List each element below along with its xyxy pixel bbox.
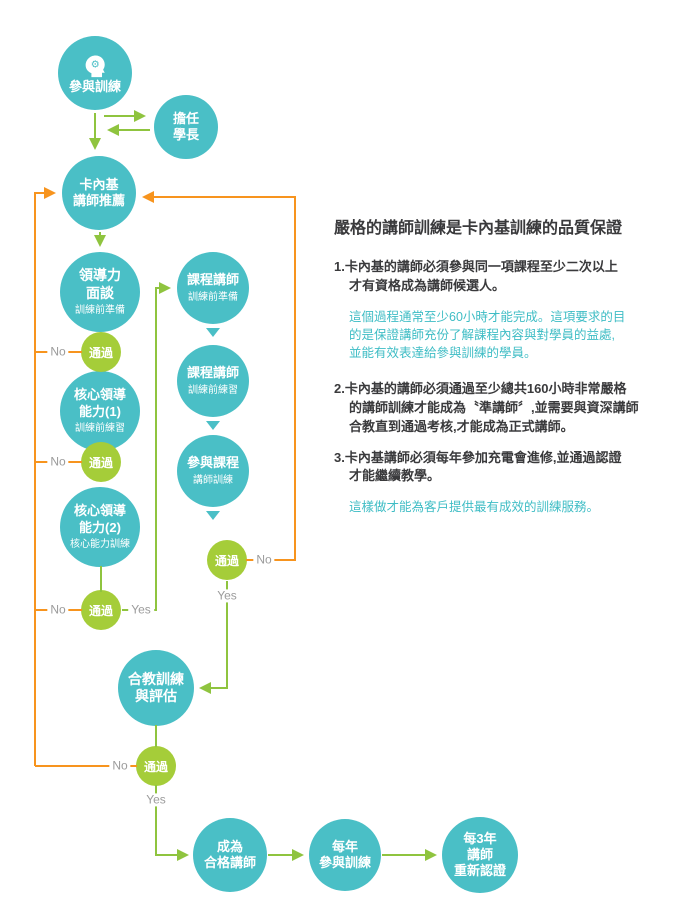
node-core-leadership-1: 核心領導 能力(1) 訓練前練習 [60, 371, 140, 451]
pass-label: 通過 [88, 345, 113, 360]
panel-item-1: 1.卡內基的講師必須參與同一項課程至少二次以上 才有資格成為講師候選人。 [334, 259, 618, 293]
node-qualified-trainer: 成為 合格講師 [193, 818, 267, 892]
yes-label-4: Yes [214, 589, 240, 603]
pass-circle-1: 通過 [81, 332, 121, 372]
node-course-trainer-practice: 課程講師 訓練前練習 [177, 345, 249, 417]
node-sublabel: 講師訓練 [193, 474, 233, 486]
node-label: 每年 參與訓練 [318, 838, 371, 870]
panel-item-2: 2.卡內基的講師必須通過至少總共160小時非常嚴格 的講師訓練才能成為〝準講師〞… [334, 381, 639, 434]
no-label-3: No [47, 603, 69, 617]
pass-label: 通過 [88, 603, 113, 618]
node-trainer-recommend: 卡內基 講師推薦 [62, 156, 136, 230]
node-join-course-training: 參與課程 講師訓練 [177, 435, 249, 507]
no-label-4: No [253, 553, 275, 567]
panel-note-2: 這樣做才能為客戶提供最有成效的訓練服務。 [349, 500, 600, 515]
node-label: 卡內基 講師推薦 [72, 176, 125, 208]
node-course-trainer-prep: 課程講師 訓練前準備 [177, 252, 249, 324]
no-label-2: No [47, 455, 69, 469]
node-label: 每3年 講師 重新認證 [453, 830, 506, 879]
no-label-1: No [47, 345, 69, 359]
panel-title: 嚴格的講師訓練是卡內基訓練的品質保證 [334, 220, 623, 237]
node-label: 領導力 面談 [79, 267, 121, 301]
node-leadership-interview: 領導力 面談 訓練前準備 [60, 252, 140, 332]
panel-item-3: 3.卡內基講師必須每年參加充電會進修,並通過認證 才能繼續教學。 [334, 449, 622, 484]
pass-circle-3: 通過 [81, 590, 121, 630]
pass-circle-5: 通過 [136, 746, 176, 786]
node-annual-training: 每年 參與訓練 [309, 819, 381, 891]
description-panel: 嚴格的講師訓練是卡內基訓練的品質保證 1.卡內基的講師必須參與同一項課程至少二次… [334, 214, 672, 534]
down-triangle-3 [206, 511, 220, 520]
node-label: 擔任 學長 [172, 110, 199, 142]
node-label: 合教訓練 與評估 [128, 670, 184, 705]
pass-circle-4: 通過 [207, 540, 247, 580]
pass-circle-2: 通過 [81, 442, 121, 482]
node-sublabel: 訓練前準備 [75, 305, 125, 316]
down-triangle-1 [206, 328, 220, 337]
node-label: 核心領導 能力(1) [73, 387, 126, 419]
node-label: 參與課程 [186, 455, 239, 471]
node-label: 參與訓練 [68, 78, 121, 94]
node-label: 成為 合格講師 [203, 838, 256, 870]
yes-label-3: Yes [128, 603, 154, 617]
node-core-leadership-2: 核心領導 能力(2) 核心能力訓練 [60, 487, 140, 567]
node-sublabel: 核心能力訓練 [70, 538, 130, 550]
node-serve-senior: 擔任 學長 [154, 95, 218, 159]
pass-label: 通過 [143, 759, 168, 774]
pass-label: 通過 [88, 455, 113, 470]
node-label: 課程講師 [186, 272, 239, 288]
no-return-spine [34, 187, 56, 766]
yes-label-5: Yes [143, 793, 169, 807]
node-join-training: ⚙ 參與訓練 [58, 36, 132, 110]
gear-glyph: ⚙ [91, 59, 100, 70]
node-co-teach-eval: 合教訓練 與評估 [118, 650, 194, 726]
node-sublabel: 訓練前練習 [188, 384, 238, 396]
pass-label: 通過 [214, 553, 239, 568]
node-sublabel: 訓練前準備 [188, 291, 238, 303]
node-sublabel: 訓練前練習 [75, 422, 125, 434]
person-head-gear-icon: ⚙ [80, 51, 110, 78]
arrow-pass3-yes-to-course-prep [122, 282, 171, 611]
node-recertification: 每3年 講師 重新認證 [442, 817, 518, 893]
node-label: 核心領導 能力(2) [73, 503, 126, 535]
down-triangle-2 [206, 421, 220, 430]
no-label-5: No [109, 759, 131, 773]
panel-note-1: 這個過程通常至少60小時才能完成。這項要求的目 的是保證講師充份了解課程內容與對… [349, 309, 626, 360]
node-label: 課程講師 [186, 365, 239, 381]
